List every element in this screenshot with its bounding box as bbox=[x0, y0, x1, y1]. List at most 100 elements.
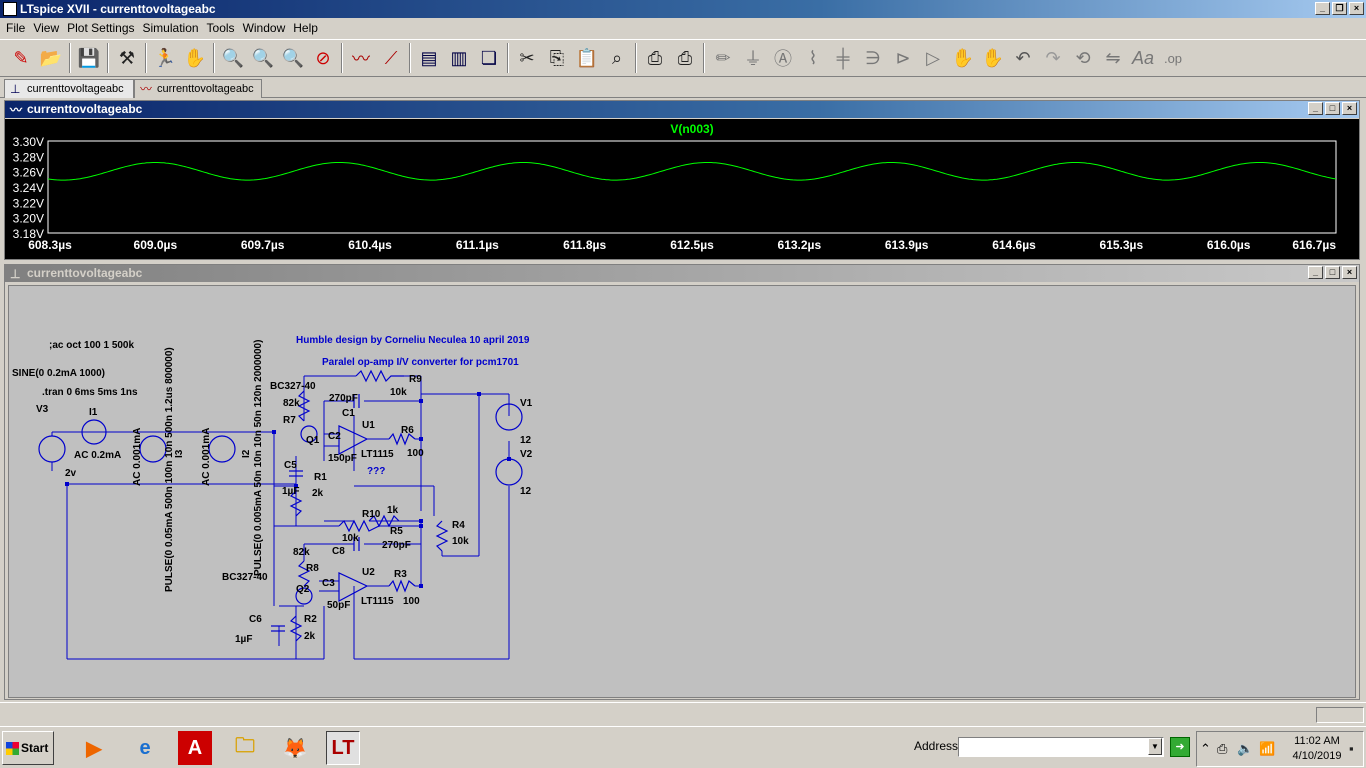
rotate-icon[interactable]: ⟲ bbox=[1075, 47, 1091, 68]
c3-value[interactable]: 50pF bbox=[327, 600, 350, 611]
schematic-minimize-button[interactable]: _ bbox=[1308, 266, 1323, 279]
text-icon[interactable]: Aa bbox=[1131, 47, 1155, 68]
r9-label[interactable]: R9 bbox=[409, 374, 422, 385]
r3-label[interactable]: R3 bbox=[394, 569, 407, 580]
plot-minimize-button[interactable]: _ bbox=[1308, 102, 1323, 115]
r3-value[interactable]: 100 bbox=[403, 596, 420, 607]
c2-value[interactable]: 150pF bbox=[328, 453, 357, 464]
action-center-icon[interactable]: ▪ bbox=[1349, 741, 1354, 756]
tab-schematic[interactable]: ⊥ currenttovoltageabc bbox=[4, 79, 134, 98]
drag-icon[interactable]: ✋ bbox=[981, 47, 1005, 68]
menu-simulation[interactable]: Simulation bbox=[142, 21, 199, 35]
save-icon[interactable]: 💾 bbox=[77, 47, 101, 68]
i2-label[interactable]: I2 bbox=[241, 449, 252, 458]
media-player-icon[interactable]: ▶ bbox=[86, 737, 102, 760]
sine-source-value[interactable]: SINE(0 0.2mA 1000) bbox=[12, 368, 105, 379]
undo-icon[interactable]: ↶ bbox=[1015, 47, 1031, 68]
paste-icon[interactable]: 📋 bbox=[575, 47, 599, 68]
c1-label[interactable]: C1 bbox=[342, 408, 355, 419]
pulse1-value[interactable]: PULSE(0 0.05mA 500n 100n 10n 500n 1.2us … bbox=[164, 347, 175, 592]
label-net-icon[interactable]: Ⓐ bbox=[774, 49, 792, 69]
pulse2-value[interactable]: PULSE(0 0.005mA 50n 10n 10n 50n 120n 200… bbox=[253, 340, 264, 576]
move-icon[interactable]: ✋ bbox=[951, 47, 975, 68]
zoom-out-icon[interactable]: 🔍 bbox=[281, 47, 305, 68]
r6-label[interactable]: R6 bbox=[401, 425, 414, 436]
zoom-full-icon[interactable]: 🔍 bbox=[251, 47, 275, 68]
go-arrow-icon[interactable]: ➜ bbox=[1170, 737, 1190, 757]
i3-label[interactable]: I3 bbox=[174, 449, 185, 458]
menu-window[interactable]: Window bbox=[242, 21, 286, 35]
i3-value[interactable]: AC 0.001mA bbox=[132, 428, 143, 486]
waveform-chart[interactable]: V(n003) 3.30V3.28V3.26V3.24V3.22V3.20V3.… bbox=[5, 119, 1359, 259]
i1-value[interactable]: AC 0.2mA bbox=[74, 450, 121, 461]
copy-icon[interactable]: ⎘ bbox=[549, 47, 565, 68]
find-icon[interactable]: ⌕ bbox=[611, 47, 623, 68]
c8-label[interactable]: C8 bbox=[332, 546, 345, 557]
c1-value[interactable]: 270pF bbox=[329, 393, 358, 404]
acrobat-icon[interactable]: A bbox=[178, 731, 212, 765]
v2-value[interactable]: 12 bbox=[520, 486, 532, 497]
i2-value[interactable]: AC 0.001mA bbox=[201, 428, 212, 486]
file-explorer-icon[interactable]: 🗀 bbox=[235, 735, 255, 757]
tab-waveform[interactable]: 〰 currenttovoltageabc bbox=[134, 79, 262, 98]
spice-directive-icon[interactable]: .op bbox=[1163, 50, 1183, 66]
new-schematic-icon[interactable]: ✎ bbox=[13, 47, 29, 68]
schematic-window-title-bar[interactable]: ⊥ currenttovoltageabc _ □ × bbox=[5, 265, 1359, 282]
trace-v-n003[interactable] bbox=[47, 162, 1337, 181]
v2-label[interactable]: V2 bbox=[520, 449, 533, 460]
r5-label[interactable]: R5 bbox=[390, 526, 403, 537]
ground-icon[interactable]: ⏚ bbox=[744, 49, 762, 69]
schematic-close-button[interactable]: × bbox=[1342, 266, 1357, 279]
r4-value[interactable]: 10k bbox=[452, 536, 469, 547]
usb-device-icon[interactable]: ⎙ bbox=[1217, 741, 1228, 756]
c3-label[interactable]: C3 bbox=[322, 578, 335, 589]
plot-window-title-bar[interactable]: 〰 currenttovoltageabc _ □ × bbox=[5, 101, 1359, 118]
open-icon[interactable]: 📂 bbox=[39, 47, 63, 68]
menu-view[interactable]: View bbox=[33, 21, 60, 35]
r7-label[interactable]: R7 bbox=[283, 415, 296, 426]
app-restore-button[interactable]: ❐ bbox=[1332, 2, 1347, 15]
capacitor-icon[interactable]: ╪ bbox=[836, 47, 850, 68]
c5-value[interactable]: 1µF bbox=[282, 486, 299, 497]
plot-maximize-button[interactable]: □ bbox=[1325, 102, 1340, 115]
menu-tools[interactable]: Tools bbox=[206, 21, 235, 35]
r9-value[interactable]: 10k bbox=[390, 387, 407, 398]
c6-label[interactable]: C6 bbox=[249, 614, 262, 625]
u2-label[interactable]: U2 bbox=[362, 567, 375, 578]
diode-icon[interactable]: ⊳ bbox=[895, 47, 911, 68]
menu-file[interactable]: File bbox=[6, 21, 26, 35]
resistor-icon[interactable]: ⌇ bbox=[808, 47, 818, 68]
q1-model[interactable]: BC327-40 bbox=[270, 381, 316, 392]
internet-explorer-icon[interactable]: e bbox=[139, 736, 151, 759]
app-minimize-button[interactable]: _ bbox=[1315, 2, 1330, 15]
ac-directive[interactable]: ;ac oct 100 1 500k bbox=[49, 340, 134, 351]
u1-model[interactable]: LT1115 bbox=[361, 449, 394, 460]
i1-label[interactable]: I1 bbox=[89, 407, 98, 418]
c2-label[interactable]: C2 bbox=[328, 431, 341, 442]
autorange-icon[interactable]: 〰 bbox=[352, 49, 370, 69]
mirror-icon[interactable]: ⇋ bbox=[1105, 47, 1121, 68]
network-icon[interactable]: 📶 bbox=[1259, 741, 1276, 756]
r6-value[interactable]: 100 bbox=[407, 448, 424, 459]
address-input[interactable] bbox=[958, 737, 1164, 757]
r2-value[interactable]: 2k bbox=[304, 631, 316, 642]
v1-label[interactable]: V1 bbox=[520, 398, 533, 409]
r7-value[interactable]: 82k bbox=[283, 398, 300, 409]
c6-value[interactable]: 1µF bbox=[235, 634, 252, 645]
draw-wire-icon[interactable]: ✏ bbox=[715, 47, 731, 68]
component-icon[interactable]: ▷ bbox=[926, 47, 940, 68]
r4-label[interactable]: R4 bbox=[452, 520, 465, 531]
mark-icon[interactable]: ⟋ bbox=[384, 47, 398, 68]
clock[interactable]: 11:02 AM 4/10/2019 bbox=[1287, 734, 1347, 764]
trace-label[interactable]: V(n003) bbox=[670, 122, 713, 136]
description-note[interactable]: Paralel op-amp I/V converter for pcm1701 bbox=[322, 357, 519, 368]
plot-close-button[interactable]: × bbox=[1342, 102, 1357, 115]
r10-label[interactable]: R10 bbox=[362, 509, 381, 520]
design-note[interactable]: Humble design by Corneliu Neculea 10 apr… bbox=[296, 335, 530, 346]
r1-value[interactable]: 2k bbox=[312, 488, 324, 499]
v3-label[interactable]: V3 bbox=[36, 404, 49, 415]
circuit-drawing[interactable]: Humble design by Corneliu Neculea 10 apr… bbox=[9, 286, 1357, 699]
show-hidden-icons-icon[interactable]: ⌃ bbox=[1200, 741, 1211, 756]
volume-icon[interactable]: 🔈 bbox=[1237, 741, 1254, 756]
